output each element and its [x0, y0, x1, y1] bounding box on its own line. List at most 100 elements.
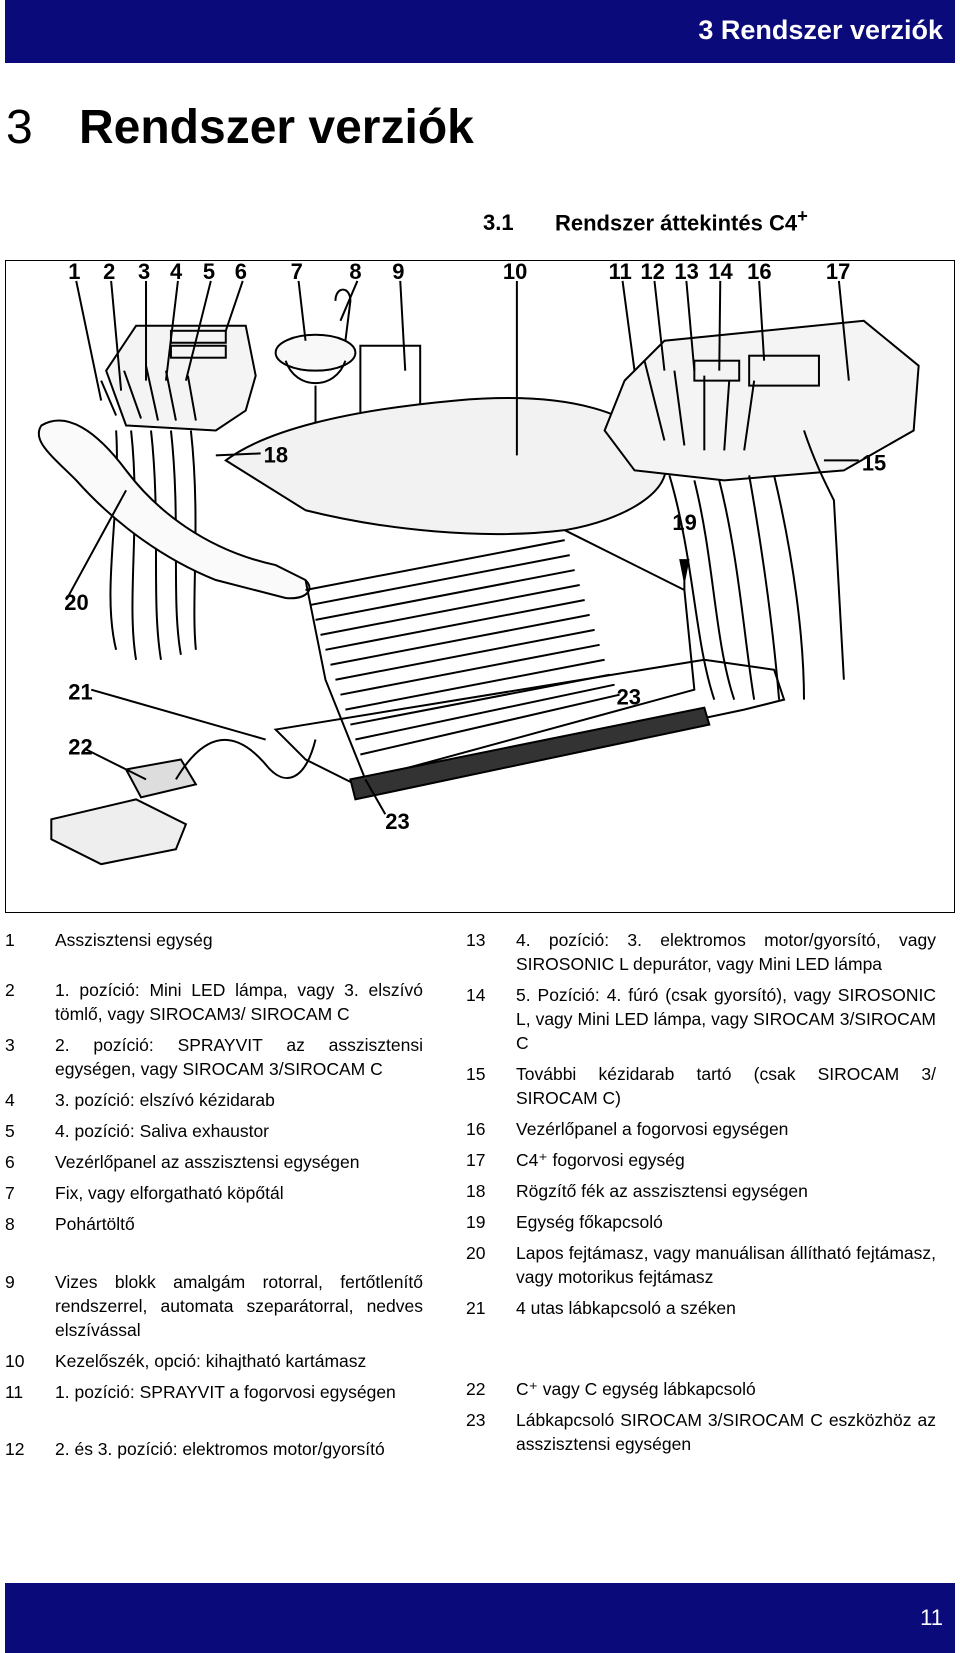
figure-callout: 23	[617, 685, 641, 710]
legend-text: További kézidarab tartó (csak SIROCAM 3/…	[516, 1064, 936, 1108]
legend-item: 2 1. pozíció: Mini LED lámpa, vagy 3. els…	[5, 978, 423, 1026]
legend-text: Asszisztensi egység	[55, 930, 213, 950]
legend-text: 2. pozíció: SPRAYVIT az asszisztensi egy…	[55, 1035, 423, 1079]
legend-text: Vezérlőpanel az asszisztensi egységen	[55, 1152, 360, 1172]
section-title-sup: +	[797, 205, 808, 226]
chapter-number: 3	[6, 101, 33, 154]
footer-bar: 11	[5, 1583, 955, 1653]
dental-unit-illustration: 1 2 3 4 5 6 7 8 9 10 11 12 13 14 16 17 1…	[37, 261, 920, 866]
legend-text: 4. pozíció: 3. elektromos motor/gyorsító…	[516, 930, 936, 974]
figure-callout: 5	[203, 261, 215, 284]
figure-callout: 13	[674, 261, 698, 284]
legend-number: 17	[466, 1150, 486, 1170]
legend-text: C4⁺ fogorvosi egység	[516, 1150, 685, 1170]
legend-item: 8 Pohártöltő	[5, 1212, 423, 1236]
legend-item: 22 C⁺ vagy C egység lábkapcsoló	[466, 1377, 936, 1401]
legend-item: 23 Lábkapcsoló SIROCAM 3/SIROCAM C eszköz…	[466, 1408, 936, 1456]
section-heading: 3.1 Rendszer áttekintés C4+	[483, 205, 808, 236]
legend-number: 7	[5, 1183, 15, 1203]
legend-item: 1 Asszisztensi egység	[5, 928, 423, 952]
legend-text: Fix, vagy elforgatható köpőtál	[55, 1183, 284, 1203]
legend-text: Pohártöltő	[55, 1214, 135, 1234]
figure-callout: 17	[826, 261, 850, 284]
figure-callout: 9	[392, 261, 404, 284]
figure-callout: 21	[68, 680, 92, 705]
legend-text: 3. pozíció: elszívó kézidarab	[55, 1090, 275, 1110]
page-number: 11	[920, 1605, 943, 1630]
legend-text: 1. pozíció: SPRAYVIT a fogorvosi egysége…	[55, 1382, 396, 1402]
legend-item: 19 Egység főkapcsoló	[466, 1210, 936, 1234]
figure-callout: 6	[235, 261, 247, 284]
legend-number: 11	[5, 1382, 24, 1402]
legend-item: 16 Vezérlőpanel a fogorvosi egységen	[466, 1117, 936, 1141]
legend-item: 3 2. pozíció: SPRAYVIT az asszisztensi eg…	[5, 1033, 423, 1081]
legend-text: 1. pozíció: Mini LED lámpa, vagy 3. elsz…	[55, 980, 423, 1024]
legend-item: 4 3. pozíció: elszívó kézidarab	[5, 1088, 423, 1112]
legend-number: 20	[466, 1243, 486, 1263]
legend-right-column: 13 4. pozíció: 3. elektromos motor/gyorsí…	[466, 928, 936, 1463]
figure-callout: 20	[64, 590, 88, 615]
chapter-heading: 3 Rendszer verziók	[6, 100, 474, 155]
figure-callout: 19	[672, 510, 696, 535]
figure-callout: 7	[291, 261, 303, 284]
legend-number: 2	[5, 980, 15, 1000]
figure-callout: 18	[264, 442, 288, 467]
legend-text: 2. és 3. pozíció: elektromos motor/gyors…	[55, 1439, 385, 1459]
figure-callout: 22	[68, 734, 92, 759]
legend-number: 22	[466, 1379, 486, 1399]
figure-callout: 12	[641, 261, 665, 284]
legend-text: 4. pozíció: Saliva exhaustor	[55, 1121, 270, 1141]
legend-item: 11 1. pozíció: SPRAYVIT a fogorvosi egysé…	[5, 1380, 423, 1404]
legend-number: 10	[5, 1351, 25, 1371]
legend-text: Kezelőszék, opció: kihajtható kartámasz	[55, 1351, 367, 1371]
figure-callout: 3	[138, 261, 150, 284]
legend-number: 21	[466, 1298, 486, 1318]
figure-callout: 23	[385, 809, 409, 834]
legend-number: 19	[466, 1212, 486, 1232]
legend-number: 4	[5, 1090, 15, 1110]
system-overview-figure: 1 2 3 4 5 6 7 8 9 10 11 12 13 14 16 17 1…	[5, 260, 955, 913]
legend-item: 7 Fix, vagy elforgatható köpőtál	[5, 1181, 423, 1205]
legend-item: 10 Kezelőszék, opció: kihajtható kartámas…	[5, 1349, 423, 1373]
legend-number: 1	[5, 930, 15, 950]
figure-callout: 14	[708, 261, 733, 284]
legend-text: Vizes blokk amalgám rotorral, fertőtlení…	[55, 1272, 423, 1340]
figure-callout: 2	[103, 261, 115, 284]
legend-number: 23	[466, 1410, 486, 1430]
figure-callout: 4	[170, 261, 183, 284]
legend-number: 16	[466, 1119, 486, 1139]
legend-item: 13 4. pozíció: 3. elektromos motor/gyorsí…	[466, 928, 936, 976]
legend-text: Rögzítő fék az asszisztensi egységen	[516, 1181, 808, 1201]
legend-number: 14	[466, 985, 486, 1005]
legend-number: 18	[466, 1181, 486, 1201]
figure-callout: 11	[609, 261, 632, 284]
legend-text: 4 utas lábkapcsoló a széken	[516, 1298, 736, 1318]
figure-callout: 15	[862, 450, 886, 475]
header-title: 3 Rendszer verziók	[698, 15, 943, 45]
legend-item: 20 Lapos fejtámasz, vagy manuálisan állít…	[466, 1241, 936, 1289]
figure-callout: 8	[349, 261, 361, 284]
legend-text: Vezérlőpanel a fogorvosi egységen	[516, 1119, 789, 1139]
legend-text: Lapos fejtámasz, vagy manuálisan állítha…	[516, 1243, 936, 1287]
legend-number: 8	[5, 1214, 15, 1234]
section-number: 3.1	[483, 210, 514, 236]
legend-item: 18 Rögzítő fék az asszisztensi egységen	[466, 1179, 936, 1203]
header-bar: 3 Rendszer verziók	[5, 0, 955, 63]
legend-number: 3	[5, 1035, 15, 1055]
legend-item: 5 4. pozíció: Saliva exhaustor	[5, 1119, 423, 1143]
section-title: Rendszer áttekintés C4	[555, 210, 798, 236]
legend-number: 15	[466, 1064, 486, 1084]
legend-number: 5	[5, 1121, 15, 1141]
legend-item: 15 További kézidarab tartó (csak SIROCAM …	[466, 1062, 936, 1110]
chapter-title: Rendszer verziók	[79, 101, 474, 154]
legend-text: Lábkapcsoló SIROCAM 3/SIROCAM C eszközhö…	[516, 1410, 936, 1454]
figure-callout: 16	[747, 261, 771, 284]
legend-text: Egység főkapcsoló	[516, 1212, 663, 1232]
legend-item: 21 4 utas lábkapcsoló a széken	[466, 1296, 936, 1320]
legend-text: C⁺ vagy C egység lábkapcsoló	[516, 1379, 756, 1399]
legend-text: 5. Pozíció: 4. fúró (csak gyorsító), vag…	[516, 985, 936, 1053]
legend-number: 13	[466, 930, 486, 950]
